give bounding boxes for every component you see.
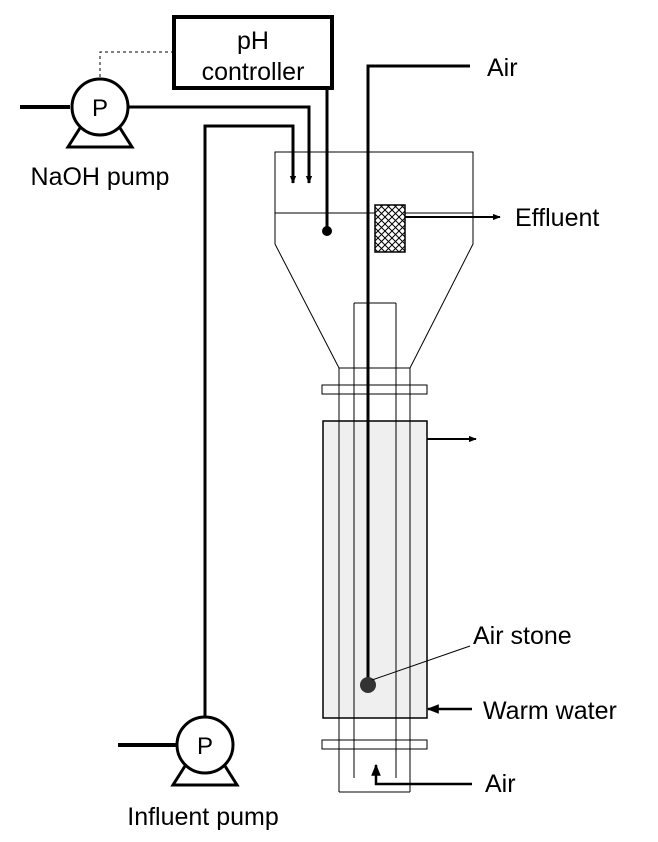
air-stone-leader: [371, 645, 471, 681]
signal-line: [99, 51, 174, 80]
crosshatch-filter-icon: [374, 204, 406, 253]
influent-pump-symbol: P: [197, 733, 213, 760]
ph-probe-tip: [322, 226, 332, 236]
upper-flange: [321, 384, 428, 395]
influent-feed-line: [203, 124, 297, 716]
reactor-top-rect: [274, 151, 474, 214]
bottom-air-line: [371, 763, 472, 786]
lower-flange: [321, 739, 428, 750]
air-stone-label: Air stone: [473, 622, 572, 650]
ph-controller: pH controller: [172, 15, 334, 90]
influent-pump: P Influent pump: [118, 715, 279, 831]
warm-water-label: Warm water: [483, 697, 617, 725]
naoh-pump-label: NaOH pump: [31, 163, 170, 191]
pump-icon: [175, 715, 235, 775]
air-bottom-label: Air: [485, 770, 516, 798]
effluent-label: Effluent: [515, 204, 599, 232]
naoh-pump-symbol: P: [92, 95, 108, 122]
naoh-feed-line: [128, 105, 313, 184]
air-lance: [366, 64, 470, 684]
ph-controller-label-line1: pH: [237, 27, 269, 55]
settling-zone: [274, 151, 474, 369]
ph-controller-label-line2: controller: [202, 58, 305, 86]
reactor-cone: [274, 213, 474, 369]
air-top-label: Air: [487, 54, 518, 82]
air-stone-icon: [360, 677, 376, 693]
naoh-pump: P NaOH pump: [20, 77, 170, 191]
influent-pump-label: Influent pump: [127, 803, 279, 831]
